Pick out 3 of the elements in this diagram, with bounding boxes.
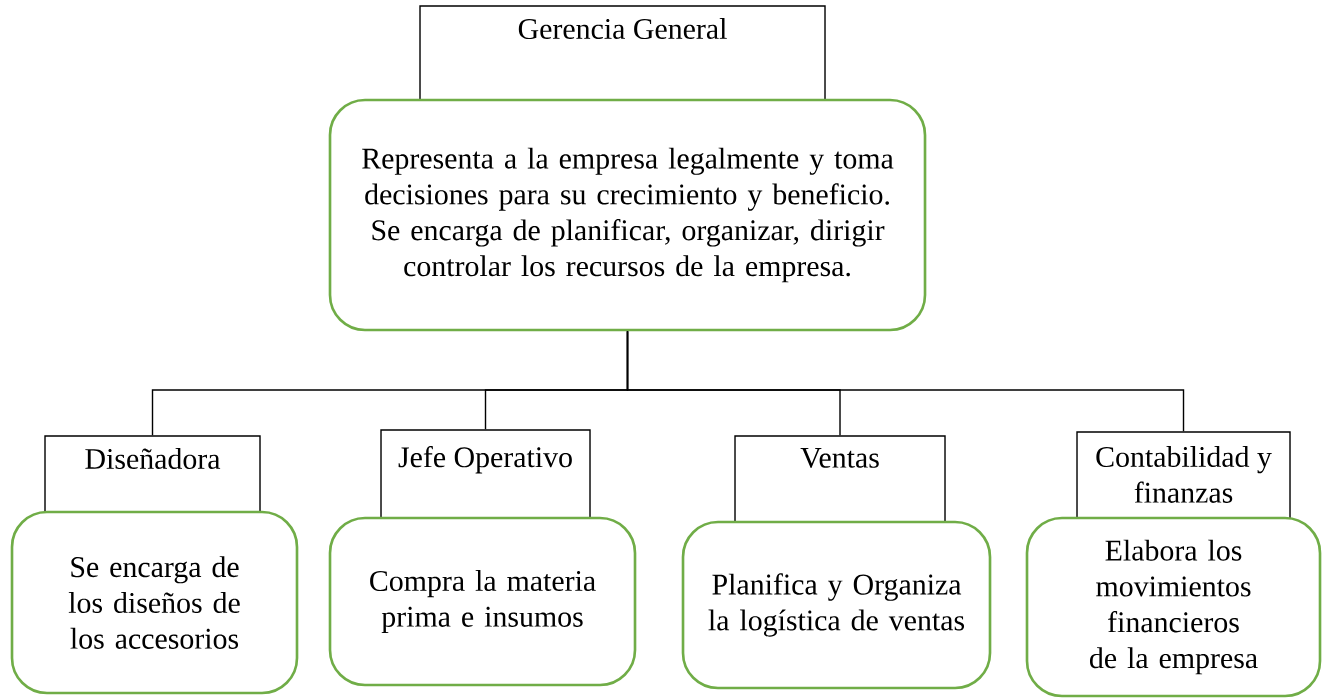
connector-line: [626, 330, 1185, 432]
title-box: Ventas: [734, 435, 946, 531]
title-box: Contabilidad y finanzas: [1076, 431, 1291, 526]
